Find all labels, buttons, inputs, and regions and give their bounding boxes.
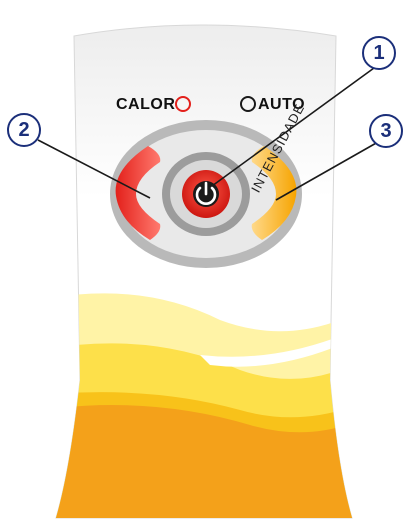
callout-3: 3 — [369, 114, 403, 148]
callout-2: 2 — [7, 113, 41, 147]
calor-label: CALOR — [116, 96, 175, 114]
callout-1: 1 — [362, 36, 396, 70]
decorative-waves — [40, 293, 380, 527]
